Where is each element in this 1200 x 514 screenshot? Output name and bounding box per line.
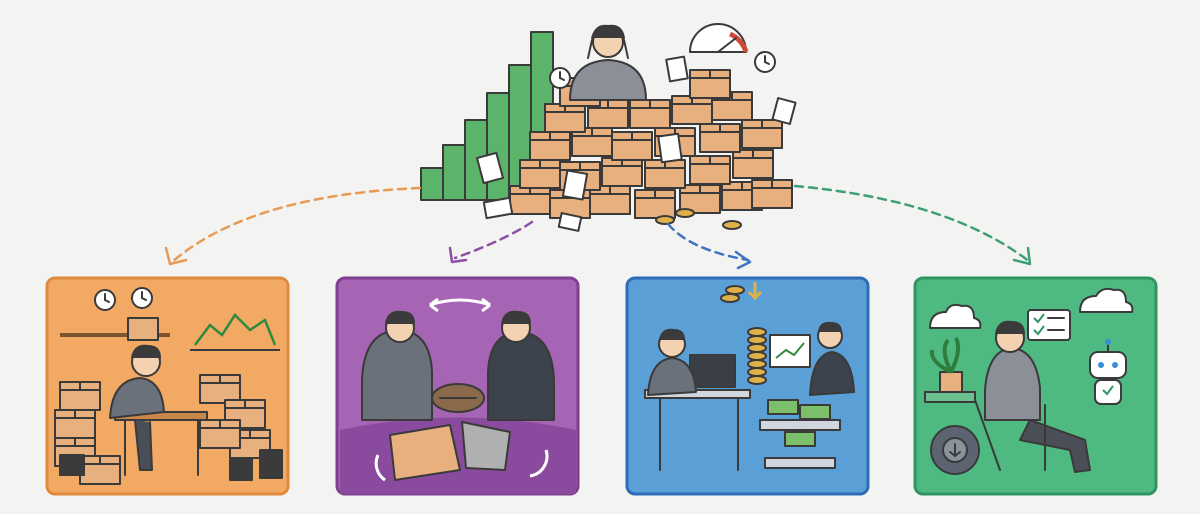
panel-negotiation bbox=[335, 276, 580, 496]
arrows bbox=[170, 184, 1032, 264]
handshake-icon bbox=[431, 383, 485, 413]
clock-icon bbox=[549, 67, 571, 89]
panel-relaxed bbox=[913, 276, 1158, 496]
cloud-icon bbox=[1079, 287, 1134, 313]
arrow-heads bbox=[164, 246, 1032, 270]
panel-overwhelmed bbox=[45, 276, 290, 496]
speedometer-icon bbox=[689, 23, 749, 53]
money-bill-icon bbox=[767, 399, 831, 447]
gear-icon bbox=[930, 425, 980, 475]
checklist-icon bbox=[1027, 309, 1071, 341]
panel-financial bbox=[625, 276, 870, 496]
box-pile bbox=[475, 55, 797, 232]
stress-person-icon bbox=[569, 24, 647, 101]
cloud-icon bbox=[929, 303, 982, 329]
clock-icon bbox=[754, 51, 776, 73]
coin-stack-icon bbox=[747, 327, 767, 385]
robot-icon bbox=[1089, 339, 1127, 405]
puzzle-icon bbox=[389, 421, 511, 481]
